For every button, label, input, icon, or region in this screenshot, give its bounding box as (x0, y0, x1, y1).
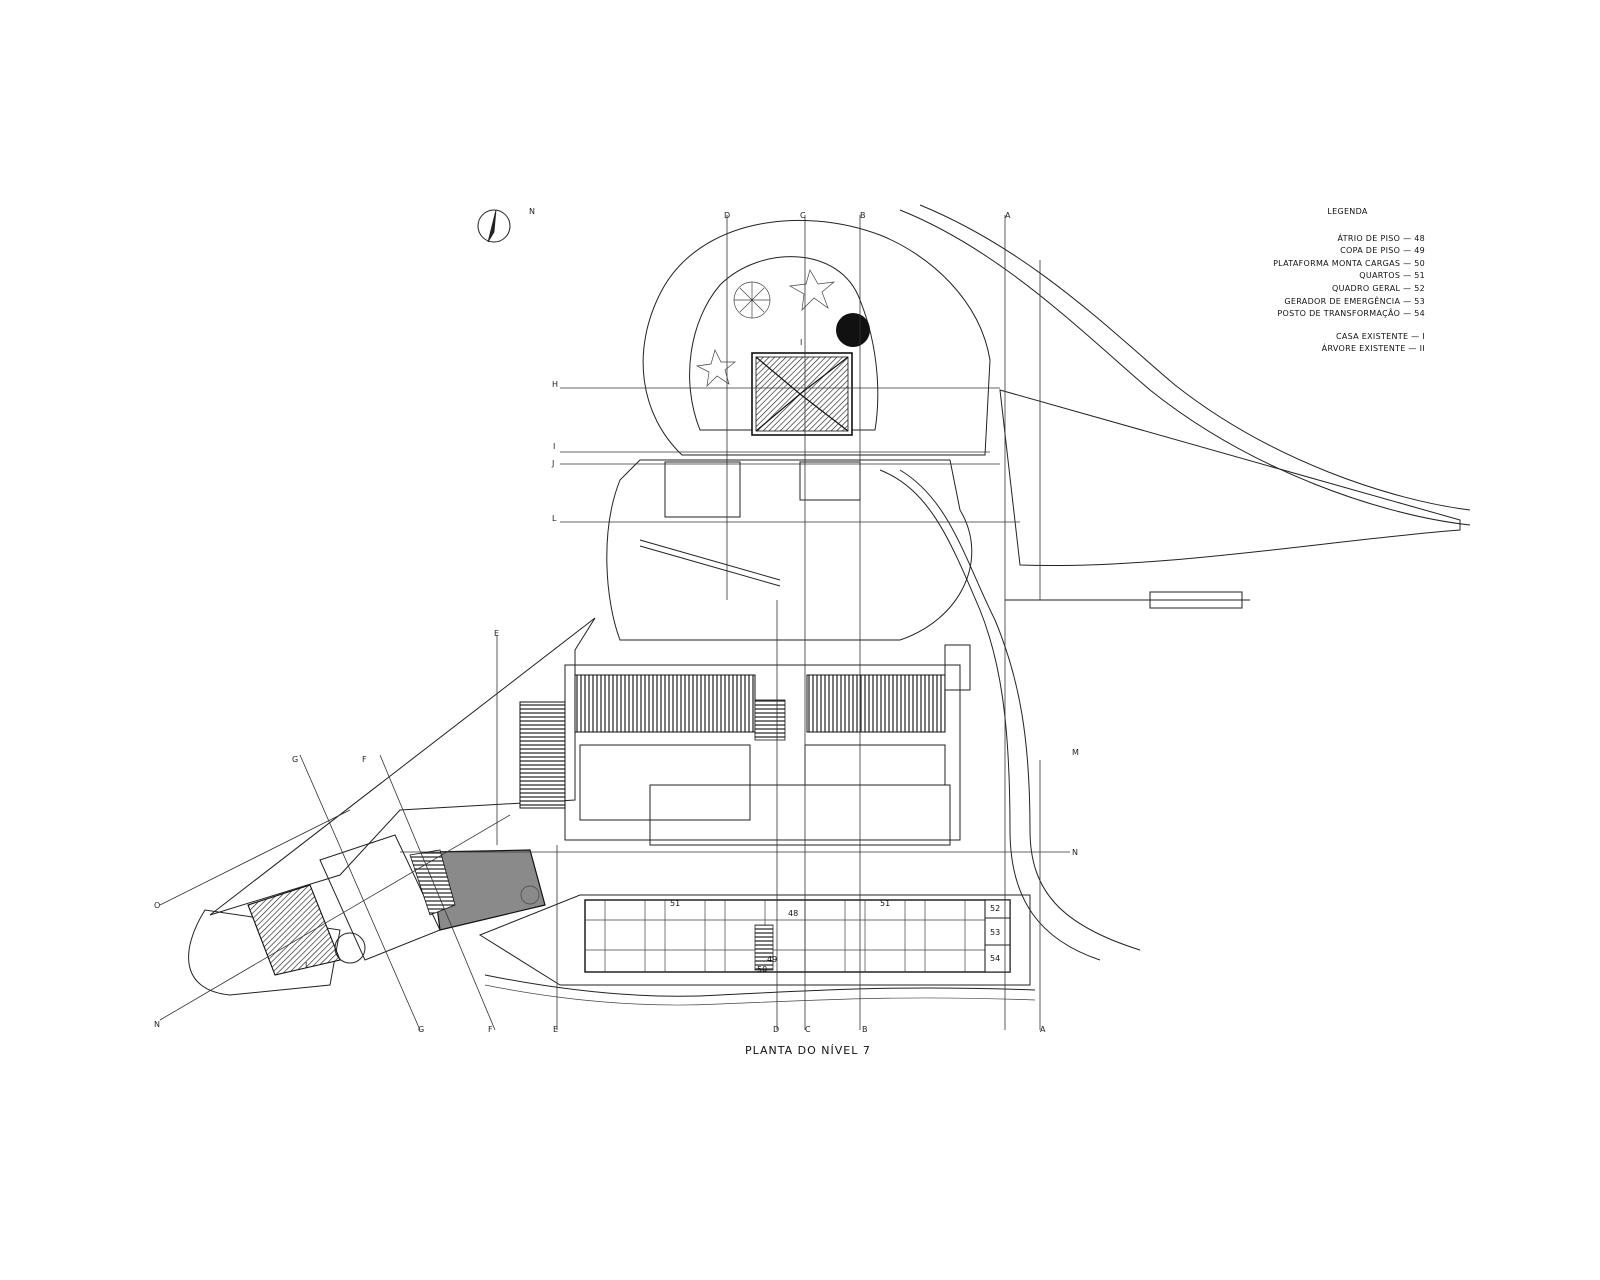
section-labels: A B C D A B C D E E F F G G H I J L M N … (154, 211, 1079, 1034)
upper-garden-loop (642, 219, 991, 456)
section-label-l: L (552, 514, 557, 523)
room-number-52: 52 (990, 904, 1000, 913)
section-label-f: F (362, 755, 367, 764)
room-number-54: 54 (990, 954, 1000, 963)
legend-title: LEGENDA (1327, 207, 1368, 216)
west-annex (247, 834, 546, 976)
room-number-49: 49 (767, 955, 777, 964)
section-label-g: G (292, 755, 298, 764)
section-lines (159, 215, 1070, 1031)
legend-existing-item: ÁRVORE EXISTENTE — II (1321, 344, 1425, 354)
section-label-n: N (1072, 848, 1078, 857)
west-triangle-terrain (188, 617, 596, 996)
central-building (519, 644, 971, 846)
existing-house-mark: I (800, 338, 802, 347)
north-arrow-icon (477, 209, 511, 243)
room-number-51: 51 (670, 899, 680, 908)
section-label-o: O (154, 901, 160, 910)
section-label-n: N (154, 1020, 160, 1029)
section-label-m: M (1072, 748, 1079, 757)
section-label-f: F (488, 1025, 493, 1034)
section-label-b: B (862, 1025, 868, 1034)
section-label-i: I (553, 442, 555, 451)
existing-house-mark: I (305, 961, 307, 970)
section-label-d: D (773, 1025, 779, 1034)
existing-house (751, 352, 853, 436)
central-terraces (606, 459, 1141, 961)
section-label-e: E (494, 629, 499, 638)
section-label-j: J (551, 459, 554, 468)
section-label-g: G (418, 1025, 424, 1034)
section-label-a: A (1040, 1025, 1046, 1034)
room-number-50: 50 (757, 965, 767, 974)
lower-slope (484, 974, 1036, 1006)
legend-item: QUARTOS — 51 (1359, 271, 1425, 281)
legend-item: QUADRO GERAL — 52 (1332, 283, 1425, 293)
section-label-h: H (552, 380, 558, 389)
drawing-title: PLANTA DO NÍVEL 7 (745, 1044, 871, 1057)
legend-item: COPA DE PISO — 49 (1340, 246, 1425, 256)
section-label-b: B (860, 211, 866, 220)
east-wedge-terrain (899, 204, 1471, 609)
section-label-e: E (553, 1025, 558, 1034)
room-wing (478, 894, 1031, 986)
north-label: N (529, 207, 535, 216)
legend-existing-item: CASA EXISTENTE — I (1336, 331, 1425, 341)
legend: LEGENDA ÁTRIO DE PISO — 48 COPA DE PISO … (1240, 206, 1425, 356)
existing-trees (695, 269, 870, 387)
section-label-c: C (800, 211, 806, 220)
legend-item: PLATAFORMA MONTA CARGAS — 50 (1273, 258, 1425, 268)
room-number-48: 48 (788, 909, 798, 918)
legend-item: ÁTRIO DE PISO — 48 (1337, 233, 1425, 243)
room-number-51: 51 (880, 899, 890, 908)
section-label-a: A (1005, 211, 1011, 220)
room-number-53: 53 (990, 928, 1000, 937)
legend-item: GERADOR DE EMERGÊNCIA — 53 (1284, 296, 1425, 306)
section-label-d: D (724, 211, 730, 220)
section-label-c: C (805, 1025, 811, 1034)
legend-item: POSTO DE TRANSFORMAÇÃO — 54 (1277, 309, 1425, 319)
